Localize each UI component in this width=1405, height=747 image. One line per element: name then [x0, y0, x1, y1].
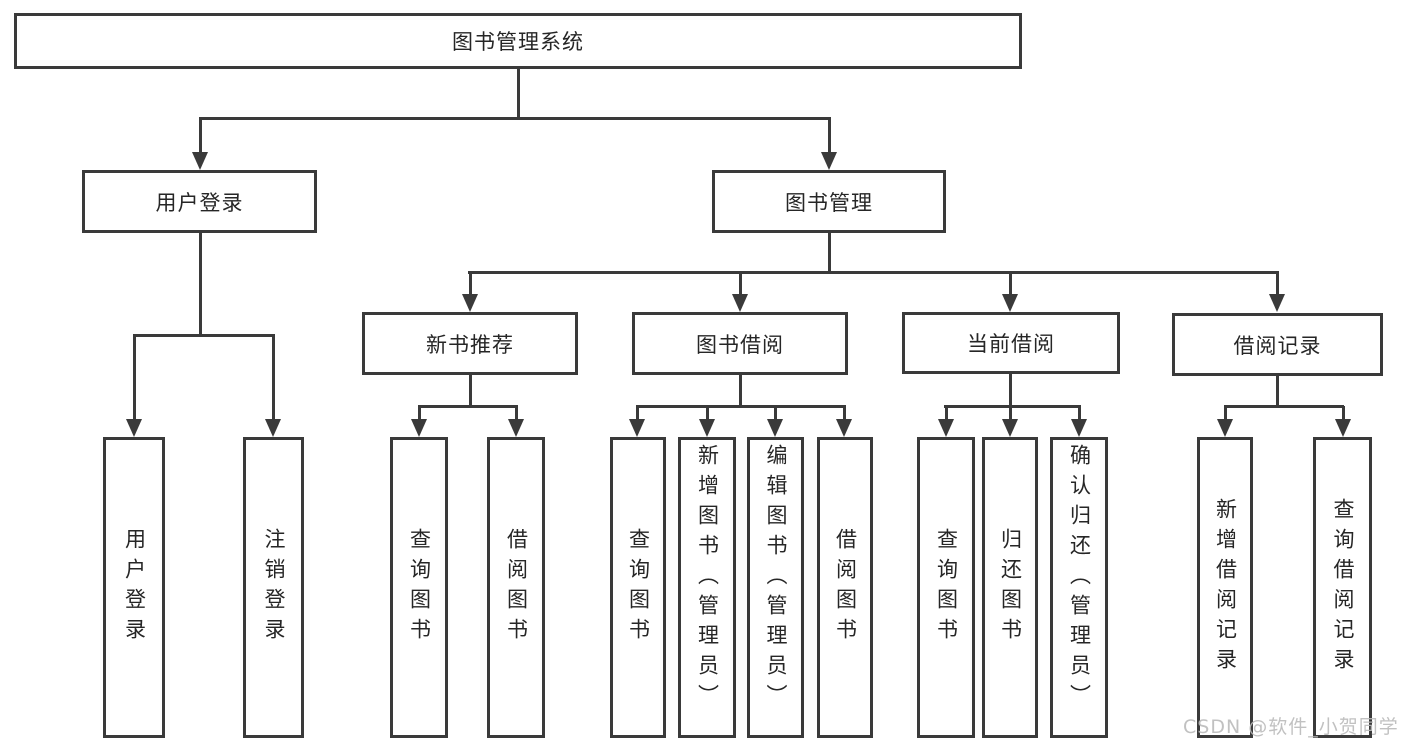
arrowhead-borrow-books-2-icon: [836, 419, 852, 437]
node-user-login: 用户登录: [82, 170, 317, 233]
connector-stem-borrow-books-1: [515, 406, 518, 419]
leaf-query-books-recommend-label: 查询图书: [407, 527, 432, 648]
leaf-add-borrow-record-label: 新增借阅记录: [1213, 497, 1238, 678]
node-book-borrowing-label: 图书借阅: [696, 332, 784, 357]
connector-stem-book-mgmt: [828, 118, 831, 154]
connector-user-login-rail: [133, 334, 275, 337]
arrowhead-new-books-icon: [462, 294, 478, 312]
arrowhead-records-icon: [1269, 294, 1285, 312]
leaf-logout: 注销登录: [243, 437, 304, 738]
connector-stem-confirm-return: [1078, 406, 1081, 419]
arrowhead-edit-books-icon: [767, 419, 783, 437]
connector-root-stem: [517, 69, 520, 118]
connector-stem-return-books: [1009, 406, 1012, 419]
connector-stem-borrowing: [739, 272, 742, 296]
node-new-book-recommend-label: 新书推荐: [426, 332, 514, 357]
leaf-logout-label: 注销登录: [262, 527, 286, 648]
csdn-watermark: CSDN @软件_小贺同学: [1183, 716, 1399, 738]
connector-stem-borrow-books-2: [843, 406, 846, 419]
leaf-confirm-return-admin: 确认归还（管理员）: [1050, 437, 1108, 738]
connector-new-books-rail: [418, 405, 518, 408]
arrowhead-return-books-icon: [1002, 419, 1018, 437]
arrowhead-book-mgmt-icon: [821, 152, 837, 170]
node-library-system-label: 图书管理系统: [452, 30, 584, 54]
arrowhead-leaf-logout-icon: [265, 419, 281, 437]
arrowhead-add-record-icon: [1217, 419, 1233, 437]
connector-current-stem: [1009, 374, 1012, 406]
arrowhead-query-books-3-icon: [938, 419, 954, 437]
connector-stem-query-books-2: [636, 406, 639, 419]
node-borrow-records-label: 借阅记录: [1233, 333, 1322, 358]
leaf-edit-books-admin: 编辑图书（管理员）: [747, 437, 804, 738]
node-user-login-label: 用户登录: [155, 190, 244, 215]
node-current-borrowing-label: 当前借阅: [967, 332, 1055, 356]
connector-stem-new-books: [469, 272, 472, 296]
connector-borrowing-rail: [636, 405, 846, 408]
arrowhead-current-icon: [1002, 294, 1018, 312]
leaf-query-books-borrowing-label: 查询图书: [626, 527, 651, 648]
arrowhead-query-books-1-icon: [411, 419, 427, 437]
connector-stem-edit-books: [774, 406, 777, 419]
leaf-add-books-admin-label: 新增图书（管理员）: [695, 444, 720, 714]
leaf-query-borrow-record: 查询借阅记录: [1313, 437, 1372, 738]
connector-borrowing-stem: [739, 375, 742, 406]
connector-stem-add-books: [706, 406, 709, 419]
arrowhead-leaf-login-icon: [126, 419, 142, 437]
leaf-user-login: 用户登录: [103, 437, 165, 738]
leaf-borrow-books-recommend: 借阅图书: [487, 437, 545, 738]
leaf-borrow-books-borrowing: 借阅图书: [817, 437, 873, 738]
connector-stem-query-record: [1342, 406, 1345, 419]
leaf-query-books-recommend: 查询图书: [390, 437, 448, 738]
arrowhead-user-login-icon: [192, 152, 208, 170]
connector-records-rail: [1224, 405, 1344, 408]
arrowhead-borrow-books-1-icon: [508, 419, 524, 437]
leaf-edit-books-admin-label: 编辑图书（管理员）: [764, 444, 788, 714]
node-new-book-recommend: 新书推荐: [362, 312, 578, 375]
connector-level1-rail: [199, 117, 831, 120]
connector-stem-query-books-1: [418, 406, 421, 419]
arrowhead-add-books-icon: [699, 419, 715, 437]
leaf-return-books-label: 归还图书: [998, 527, 1023, 648]
connector-records-stem: [1276, 376, 1279, 406]
connector-new-books-stem: [469, 375, 472, 406]
node-book-borrowing: 图书借阅: [632, 312, 848, 375]
node-book-management: 图书管理: [712, 170, 946, 233]
leaf-query-borrow-record-label: 查询借阅记录: [1331, 497, 1355, 678]
node-book-management-label: 图书管理: [785, 190, 873, 215]
leaf-query-books-current: 查询图书: [917, 437, 975, 738]
arrowhead-confirm-return-icon: [1071, 419, 1087, 437]
leaf-borrow-books-borrowing-label: 借阅图书: [833, 527, 858, 648]
leaf-borrow-books-recommend-label: 借阅图书: [504, 527, 529, 648]
connector-user-login-stem: [199, 233, 202, 336]
node-library-system: 图书管理系统: [14, 13, 1022, 69]
connector-stem-current: [1009, 272, 1012, 296]
arrowhead-query-books-2-icon: [629, 419, 645, 437]
connector-current-rail: [944, 405, 1081, 408]
node-borrow-records: 借阅记录: [1172, 313, 1383, 376]
leaf-add-books-admin: 新增图书（管理员）: [678, 437, 736, 738]
leaf-add-borrow-record: 新增借阅记录: [1197, 437, 1253, 738]
leaf-confirm-return-admin-label: 确认归还（管理员）: [1067, 444, 1092, 714]
connector-stem-leaf-logout: [272, 335, 275, 419]
connector-stem-leaf-login: [133, 335, 136, 419]
arrowhead-query-record-icon: [1335, 419, 1351, 437]
connector-book-mgmt-stem: [828, 233, 831, 272]
connector-stem-query-books-3: [945, 406, 948, 419]
connector-level2-rail: [468, 271, 1279, 274]
leaf-return-books: 归还图书: [982, 437, 1038, 738]
connector-stem-records: [1276, 272, 1279, 296]
leaf-user-login-label: 用户登录: [122, 527, 147, 648]
connector-stem-user-login: [199, 118, 202, 154]
connector-stem-add-record: [1224, 406, 1227, 419]
arrowhead-borrowing-icon: [732, 294, 748, 312]
leaf-query-books-borrowing: 查询图书: [610, 437, 666, 738]
leaf-query-books-current-label: 查询图书: [934, 527, 959, 648]
node-current-borrowing: 当前借阅: [902, 312, 1120, 374]
